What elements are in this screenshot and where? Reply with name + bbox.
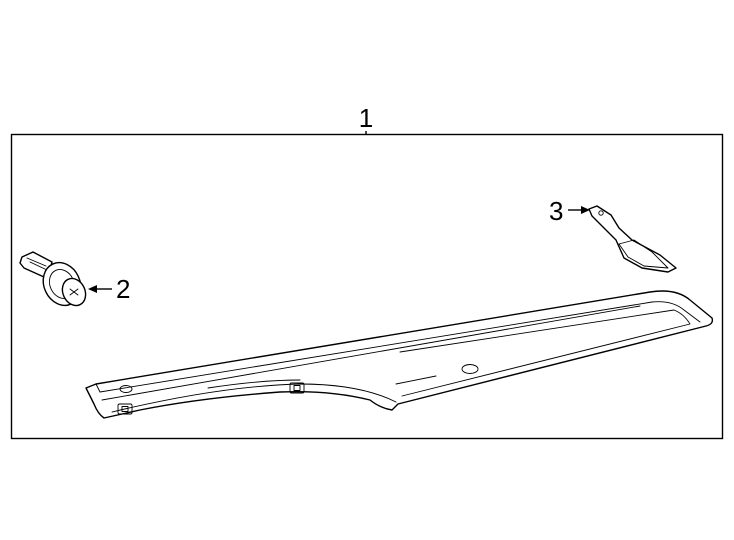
part-2-clip[interactable] xyxy=(19,251,90,312)
assembly-frame xyxy=(10,133,724,440)
part-1-molding[interactable] xyxy=(85,290,714,419)
part-3-emblem[interactable] xyxy=(588,205,677,273)
callout-3-label[interactable]: 3 xyxy=(549,196,563,226)
callout-3-arrow xyxy=(568,206,590,214)
callout-2-label[interactable]: 2 xyxy=(116,274,130,304)
callout-1-label[interactable]: 1 xyxy=(359,103,373,133)
callout-2-arrow xyxy=(88,285,112,293)
